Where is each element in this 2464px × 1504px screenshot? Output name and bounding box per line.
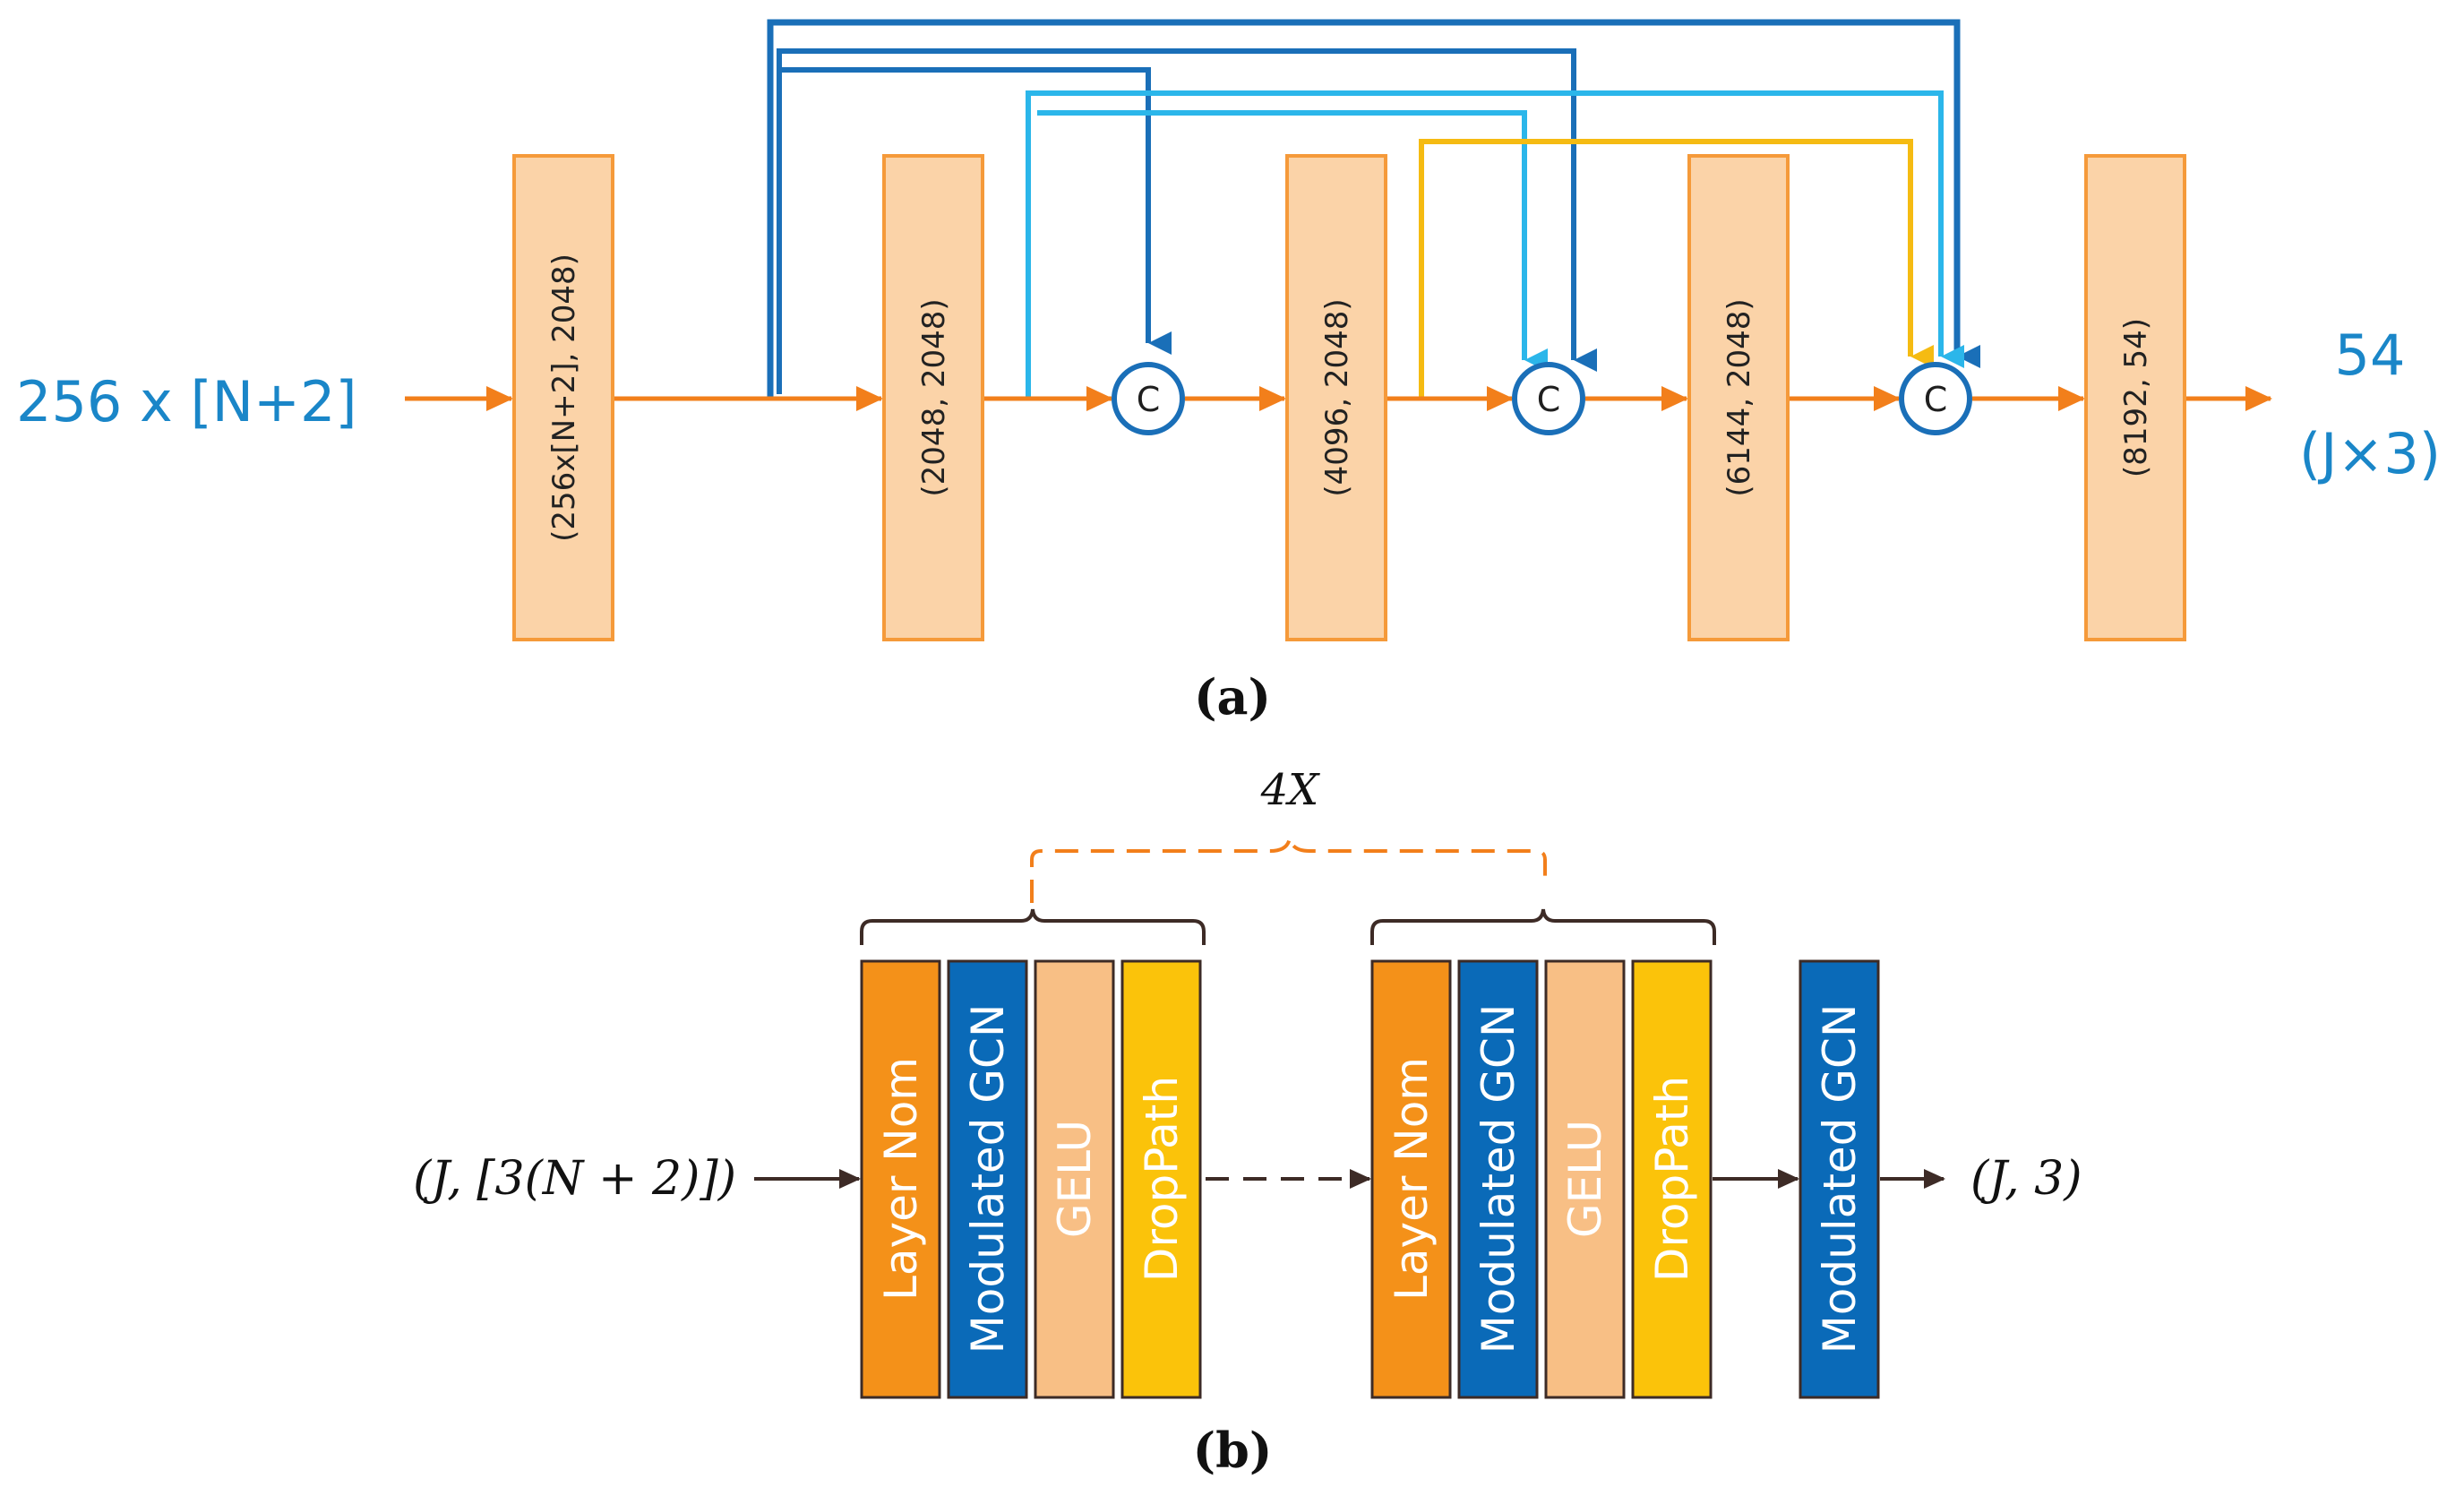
droppath-block-2: DropPath [1631, 959, 1713, 1399]
caption-b: (b) [1193, 1422, 1273, 1479]
group1-brace [860, 908, 1206, 945]
group2-brace [1370, 908, 1716, 945]
layer-block-5: (8192, 54) [2084, 154, 2186, 641]
gelu-block-2: GELU [1544, 959, 1626, 1399]
layer-block-5-label: (8192, 54) [2118, 318, 2154, 477]
input-label: 256 x [N+2] [16, 369, 357, 434]
skip-connections [767, 19, 1980, 399]
modulated-gcn-block-2-label: Modulated GCN [1472, 1004, 1524, 1354]
repeat-label: 4X [1260, 765, 1321, 815]
droppath-block-1-label: DropPath [1136, 1076, 1188, 1282]
group2: Layer Nom Modulated GCN GELU DropPath [1370, 959, 1713, 1399]
panel-b: 4X Layer Nom Modulated GCN GELU DropPath [413, 765, 2082, 1479]
layer-block-1-label: (256x[N+2], 2048) [546, 254, 582, 542]
panel-b-output-label: (J, 3) [1970, 1152, 2082, 1206]
modulated-gcn-block-2: Modulated GCN [1457, 959, 1539, 1399]
skip-dark-blue-3 [779, 67, 1172, 355]
gelu-block-2-label: GELU [1559, 1120, 1611, 1238]
skip-light-blue-1 [1026, 90, 1964, 399]
layer-block-2-label: (2048, 2048) [916, 298, 952, 496]
droppath-block-1: DropPath [1120, 959, 1202, 1399]
skip-dark-blue-1 [767, 19, 1980, 399]
layer-block-4-label: (6144, 2048) [1721, 298, 1757, 496]
layer-norm-block-2-label: Layer Nom [1386, 1057, 1438, 1301]
caption-a: (a) [1194, 668, 1271, 726]
layer-block-3: (4096, 2048) [1285, 154, 1387, 641]
layer-block-4: (6144, 2048) [1687, 154, 1790, 641]
droppath-block-2-label: DropPath [1646, 1076, 1698, 1282]
modulated-gcn-block-1: Modulated GCN [947, 959, 1028, 1399]
modulated-gcn-block-1-label: Modulated GCN [962, 1004, 1014, 1354]
repeat-bracket [1030, 837, 1547, 903]
skip-dark-blue-2 [777, 48, 1597, 394]
modulated-gcn-final-block: Modulated GCN [1799, 959, 1880, 1399]
concat-node-2-label: C [1537, 380, 1561, 419]
group1: Layer Nom Modulated GCN GELU DropPath [860, 959, 1202, 1399]
layer-block-3-label: (4096, 2048) [1319, 298, 1355, 496]
layer-block-1: (256x[N+2], 2048) [512, 154, 614, 641]
concat-node-1: C [1112, 362, 1185, 435]
panel-a: (256x[N+2], 2048) (2048, 2048) (4096, 20… [16, 19, 2441, 726]
layer-norm-block-1-label: Layer Nom [875, 1057, 927, 1301]
concat-node-3: C [1899, 362, 1972, 435]
layer-block-2: (2048, 2048) [882, 154, 984, 641]
gelu-block-1-label: GELU [1049, 1120, 1101, 1238]
layer-norm-block-1: Layer Nom [860, 959, 941, 1399]
concat-node-1-label: C [1137, 380, 1161, 419]
concat-node-3-label: C [1924, 380, 1948, 419]
layer-norm-block-2: Layer Nom [1370, 959, 1452, 1399]
panel-b-input-label: (J, [3(N + 2)]) [413, 1152, 736, 1206]
modulated-gcn-final-block-label: Modulated GCN [1814, 1004, 1866, 1354]
skip-light-blue-2 [1037, 110, 1548, 372]
skip-yellow [1419, 139, 1934, 399]
gelu-block-1: GELU [1034, 959, 1115, 1399]
output-label-line1: 54 [2335, 322, 2406, 388]
output-label-line2: (J×3) [2299, 421, 2441, 486]
concat-node-2: C [1512, 362, 1585, 435]
